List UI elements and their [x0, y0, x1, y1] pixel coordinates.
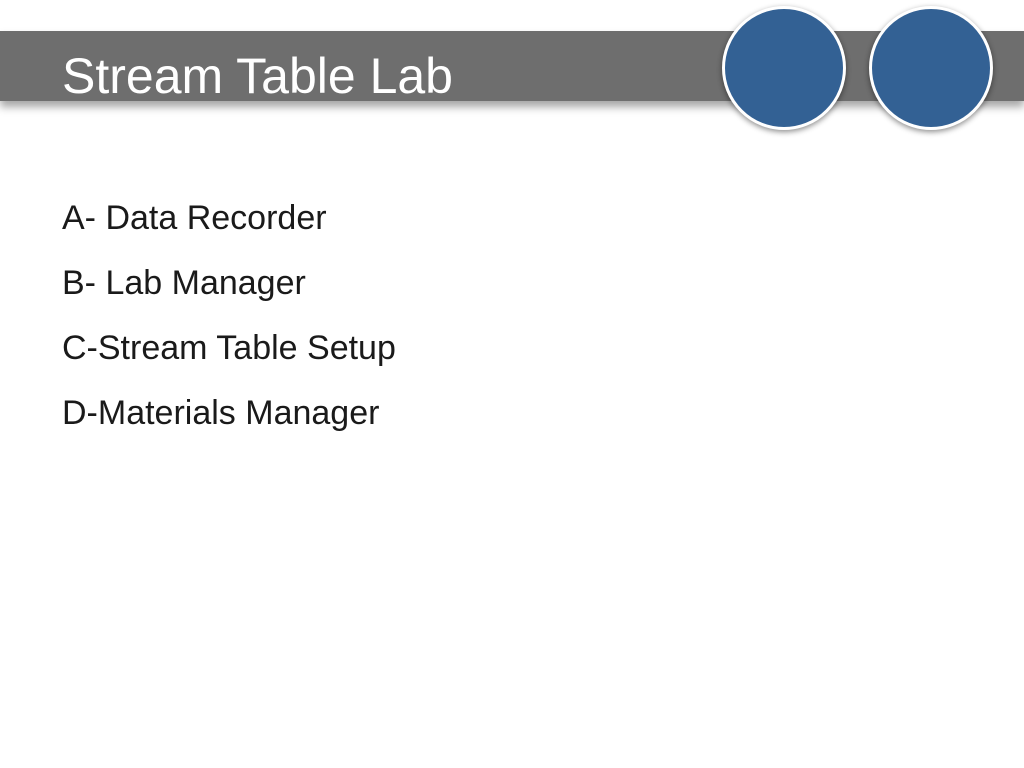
role-item-c: C-Stream Table Setup	[62, 329, 396, 367]
slide-title: Stream Table Lab	[62, 48, 453, 104]
role-list: A- Data Recorder B- Lab Manager C-Stream…	[62, 186, 396, 446]
role-item-a: A- Data Recorder	[62, 199, 327, 237]
role-item-d: D-Materials Manager	[62, 394, 380, 432]
role-item-b: B- Lab Manager	[62, 264, 306, 302]
decorative-circle-left	[722, 6, 846, 130]
title-bar	[0, 31, 1024, 101]
decorative-circle-right	[869, 6, 993, 130]
